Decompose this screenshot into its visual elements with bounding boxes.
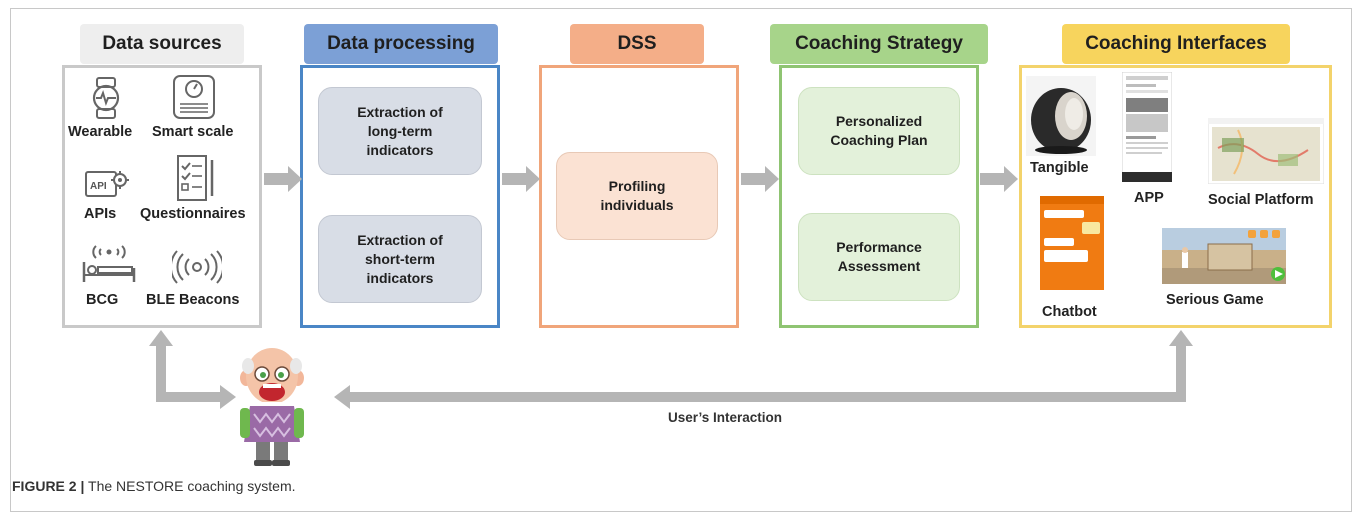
source-bcg: BCG <box>86 292 119 308</box>
header-dss-label: DSS <box>617 33 657 54</box>
social-platform-image <box>1208 118 1324 184</box>
header-dss: DSS <box>570 24 704 64</box>
interface-chatbot: Chatbot <box>1042 304 1097 320</box>
tangible-device-image <box>1026 76 1096 156</box>
figure-caption: FIGURE 2 | The NESTORE coaching system. <box>12 478 296 494</box>
header-data-processing-label: Data processing <box>327 33 475 54</box>
source-apis: APIs <box>84 206 117 222</box>
interface-tangible: Tangible <box>1030 160 1089 176</box>
flow-arrow-1 <box>264 166 302 192</box>
user-interaction-arrows <box>149 330 1193 409</box>
box-short-term-indicators: Extraction of short-term indicators <box>318 215 482 303</box>
source-smart-scale: Smart scale <box>152 124 234 140</box>
watch-icon <box>92 77 120 119</box>
panel-data-processing <box>300 65 500 328</box>
beacon-icon <box>172 250 222 284</box>
short-term-label: Extraction of short-term indicators <box>357 231 443 286</box>
panel-dss <box>539 65 739 328</box>
header-data-processing: Data processing <box>304 24 498 64</box>
svg-text:API: API <box>90 181 107 192</box>
panel-coaching-interfaces <box>1019 65 1332 328</box>
header-coaching-strategy-label: Coaching Strategy <box>795 33 963 54</box>
api-gear-icon: API <box>85 171 129 197</box>
app-screenshot-image <box>1122 72 1172 182</box>
user-interaction-label: User’s Interaction <box>668 410 783 425</box>
chatbot-screenshot-image <box>1040 196 1104 300</box>
bed-sensor-icon <box>82 245 136 282</box>
long-term-label: Extraction of long-term indicators <box>357 103 443 158</box>
source-wearable: Wearable <box>68 124 133 140</box>
profiling-label: Profiling individuals <box>600 178 674 213</box>
flow-arrow-4 <box>980 166 1018 192</box>
header-coaching-strategy: Coaching Strategy <box>770 24 988 64</box>
source-ble-beacons: BLE Beacons <box>146 292 240 308</box>
assessment-label: Performance Assessment <box>836 239 922 274</box>
interface-serious-game: Serious Game <box>1166 292 1264 308</box>
figure-number: FIGURE 2 | <box>12 478 85 494</box>
figure-caption-text: The NESTORE coaching system. <box>88 478 296 494</box>
flow-arrow-2 <box>502 166 540 192</box>
scale-icon <box>173 75 215 119</box>
box-personalized-plan: Personalized Coaching Plan <box>798 87 960 175</box>
source-questionnaires: Questionnaires <box>140 206 246 222</box>
figure-frame <box>10 8 1352 512</box>
serious-game-image <box>1162 228 1286 284</box>
header-coaching-interfaces-label: Coaching Interfaces <box>1085 33 1267 54</box>
interface-app: APP <box>1134 190 1164 206</box>
plan-label: Personalized Coaching Plan <box>830 113 928 148</box>
header-coaching-interfaces: Coaching Interfaces <box>1062 24 1290 64</box>
elderly-user-avatar <box>240 348 304 466</box>
box-performance-assessment: Performance Assessment <box>798 213 960 301</box>
panel-data-sources <box>62 65 262 328</box>
flow-arrow-3 <box>741 166 779 192</box>
box-long-term-indicators: Extraction of long-term indicators <box>318 87 482 175</box>
header-data-sources-label: Data sources <box>102 33 222 54</box>
panel-coaching-strategy <box>779 65 979 328</box>
box-profiling-individuals: Profiling individuals <box>556 152 718 240</box>
questionnaire-icon <box>177 155 214 201</box>
header-data-sources: Data sources <box>80 24 244 64</box>
interface-social-platform: Social Platform <box>1208 192 1314 208</box>
